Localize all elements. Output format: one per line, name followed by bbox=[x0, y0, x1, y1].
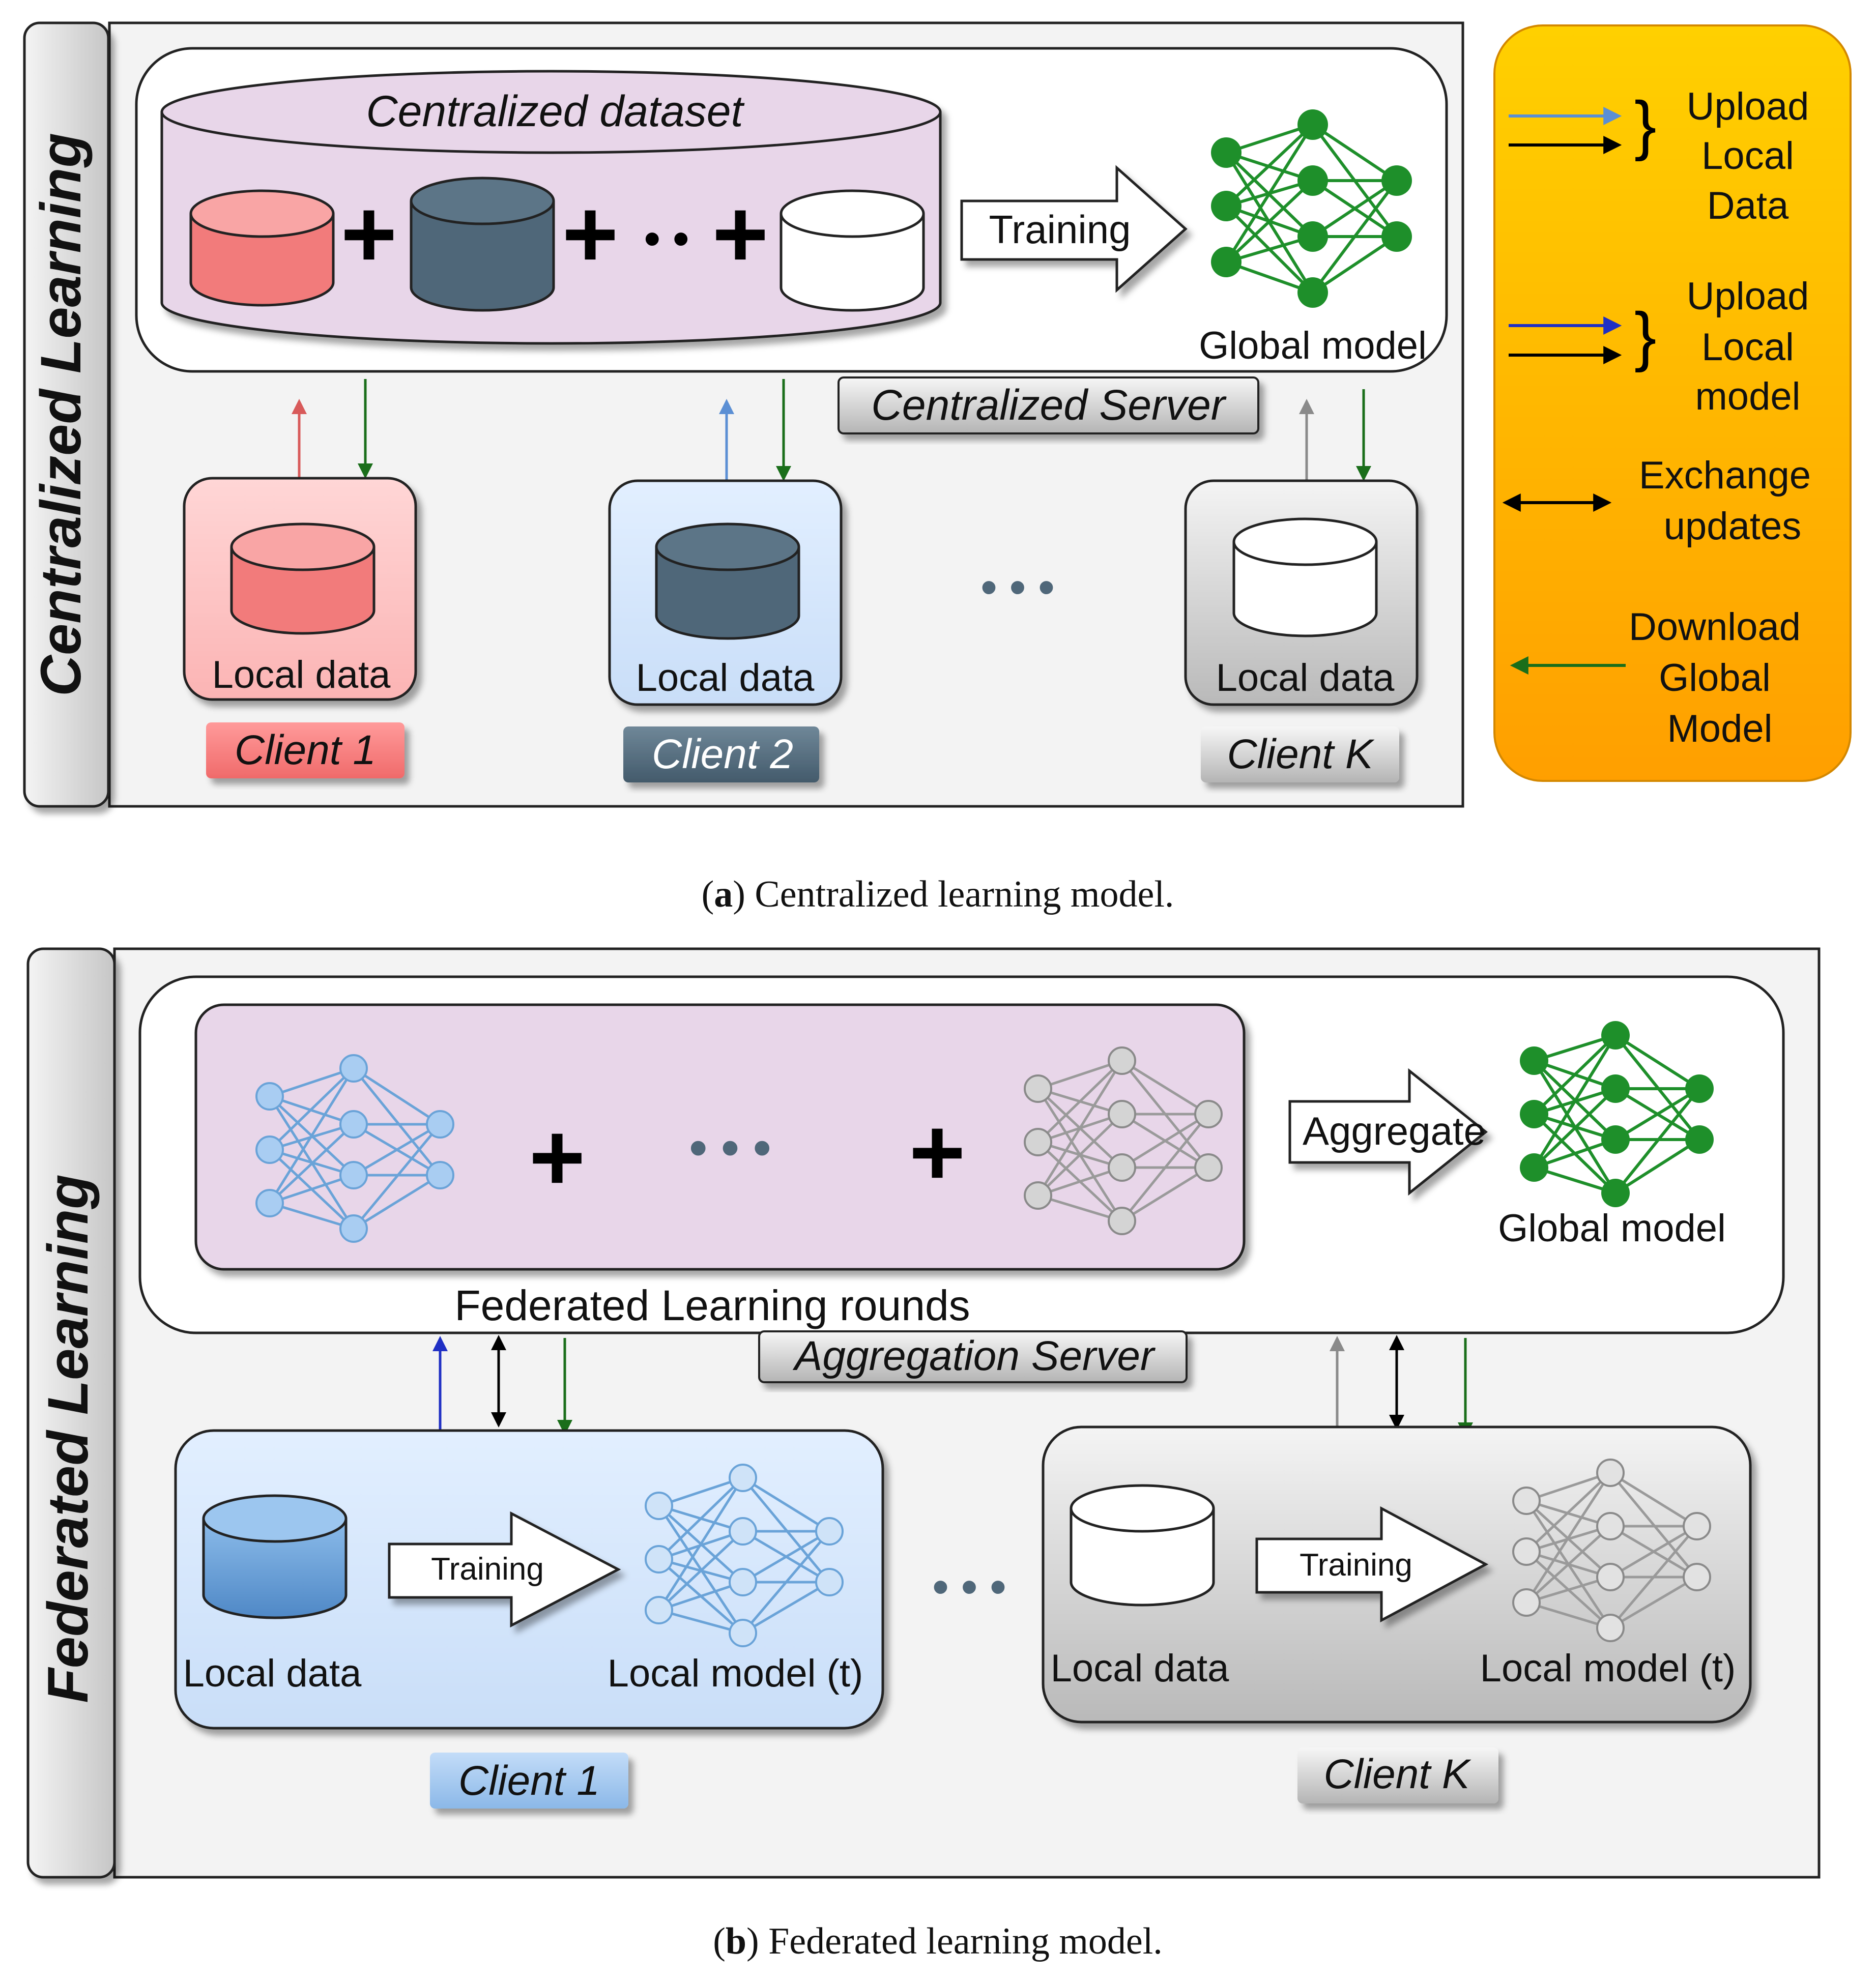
fl-clientK-training-label: Training bbox=[1300, 1548, 1412, 1583]
dataset-cylinder-client1 bbox=[189, 189, 335, 307]
legend-download-line1: Download bbox=[1629, 605, 1801, 649]
caption-a: (a) Centralized learning model. bbox=[702, 873, 1174, 915]
caption-b: (b) Federated learning model. bbox=[713, 1920, 1163, 1962]
aggregate-label: Aggregate bbox=[1303, 1109, 1486, 1153]
client2-name: Client 2 bbox=[652, 731, 793, 777]
aggregation-server-label-box bbox=[758, 1330, 1188, 1383]
legend-upload-model-line2: Local bbox=[1701, 326, 1794, 369]
fl-clientK-name-box bbox=[1297, 1747, 1498, 1803]
client2-data-cylinder bbox=[655, 522, 800, 640]
dataset-dots: • • bbox=[644, 214, 689, 265]
legend-upload-data-line1: Upload bbox=[1687, 85, 1809, 128]
fl-global-model-network-icon bbox=[1533, 1034, 1701, 1195]
panel-b-federated: Federated Learning + • • • + bbox=[26, 947, 1821, 1879]
fl-client1-name-box bbox=[430, 1753, 628, 1809]
fl-client1-data-cylinder bbox=[202, 1494, 348, 1619]
fl-clientK-model-nodes bbox=[1512, 1459, 1711, 1642]
dataset-plus-3: + bbox=[712, 180, 769, 288]
global-model-network-icon bbox=[1225, 123, 1398, 294]
legend-upload-model-line1: Upload bbox=[1687, 275, 1809, 318]
panel-b-side-tab bbox=[26, 947, 116, 1879]
panel-a-centralized: Centralized Learning Centralized dataset… bbox=[23, 21, 1464, 808]
panel-b-side-label: Federated Learning bbox=[36, 1174, 100, 1703]
caption-b-letter: b bbox=[726, 1920, 746, 1962]
clientK-data-label: Local data bbox=[1216, 656, 1395, 700]
federated-rounds-label: Federated Learning rounds bbox=[454, 1281, 970, 1329]
legend-box bbox=[1493, 24, 1852, 782]
dataset-plus-2: + bbox=[562, 180, 619, 288]
federated-rounds-box bbox=[194, 1003, 1246, 1271]
panel-a-side-label: Centralized Learning bbox=[29, 133, 93, 696]
aggregation-server-label: Aggregation Server bbox=[792, 1333, 1156, 1379]
caption-b-text: Federated learning model. bbox=[759, 1920, 1163, 1962]
fl-clientK-data-cylinder bbox=[1070, 1484, 1215, 1607]
client1-data-cylinder bbox=[230, 522, 376, 635]
panel-b-ellipsis: • • • bbox=[933, 1562, 1006, 1613]
centralized-server-label-box bbox=[838, 376, 1259, 434]
fl-clientK-name: Client K bbox=[1323, 1751, 1471, 1797]
rounds-plus-1: + bbox=[529, 1103, 586, 1211]
fl-clientK-data-label: Local data bbox=[1051, 1647, 1229, 1690]
dataset-cylinder-client2 bbox=[410, 177, 555, 312]
legend-download-line2: Global bbox=[1659, 656, 1771, 700]
fl-clientK-model-network-icon bbox=[1525, 1471, 1698, 1629]
legend-download-line3: Model bbox=[1667, 707, 1773, 750]
fl-client1-name: Client 1 bbox=[458, 1758, 600, 1804]
caption-a-letter: a bbox=[714, 873, 733, 915]
fl-clientK-model-label: Local model (t) bbox=[1480, 1647, 1736, 1690]
fl-client1-model-network-icon bbox=[657, 1476, 830, 1635]
dataset-cylinder-clientK bbox=[780, 189, 925, 312]
training-arrow bbox=[960, 165, 1188, 293]
training-label: Training bbox=[989, 207, 1131, 252]
client-model-nodes-gray bbox=[1024, 1046, 1223, 1235]
centralized-dataset-label: Centralized dataset bbox=[366, 87, 745, 136]
fl-client1-model-label: Local model (t) bbox=[608, 1652, 863, 1695]
client-model-network-blue-icon bbox=[268, 1067, 441, 1230]
fl-client1-data-label: Local data bbox=[183, 1652, 362, 1695]
client1-name-box bbox=[206, 722, 405, 778]
centralized-server-label: Centralized Server bbox=[871, 381, 1227, 429]
aggregate-arrow bbox=[1288, 1068, 1488, 1196]
client-model-nodes-blue bbox=[255, 1054, 454, 1243]
fl-client1-training-label: Training bbox=[431, 1552, 544, 1587]
legend-exchange-line1: Exchange bbox=[1639, 454, 1811, 497]
dataset-plus-1: + bbox=[341, 180, 397, 288]
clientK-name: Client K bbox=[1227, 731, 1374, 777]
clientK-name-box bbox=[1201, 726, 1399, 782]
legend-brace-1: } bbox=[1634, 88, 1656, 162]
fl-clientK-training-arrow bbox=[1255, 1506, 1489, 1623]
fl-client1-model-nodes bbox=[645, 1464, 844, 1647]
panel-a-ellipsis: • • • bbox=[981, 562, 1055, 613]
legend-upload-model-line3: model bbox=[1695, 375, 1801, 418]
rounds-ellipsis: • • • bbox=[689, 1119, 771, 1176]
fl-global-model-label: Global model bbox=[1498, 1207, 1726, 1250]
client2-name-box bbox=[623, 726, 819, 782]
global-model-nodes bbox=[1211, 109, 1412, 308]
legend-exchange-line2: updates bbox=[1664, 505, 1801, 548]
panel-a-side-tab bbox=[23, 21, 110, 808]
fl-global-model-nodes bbox=[1520, 1021, 1714, 1207]
global-model-label: Global model bbox=[1199, 324, 1427, 367]
clientK-data-cylinder bbox=[1232, 517, 1378, 637]
caption-a-text: Centralized learning model. bbox=[745, 873, 1174, 915]
legend-brace-2: } bbox=[1634, 299, 1656, 373]
rounds-plus-2: + bbox=[909, 1098, 966, 1206]
client-model-network-gray-icon bbox=[1036, 1059, 1209, 1222]
fl-client1-training-arrow bbox=[388, 1511, 621, 1628]
client1-name: Client 1 bbox=[235, 727, 376, 773]
legend-upload-data-line3: Data bbox=[1707, 184, 1789, 227]
legend: } Upload Local Data } Upload Local model… bbox=[1493, 24, 1852, 782]
client2-data-label: Local data bbox=[636, 656, 815, 700]
client1-data-label: Local data bbox=[212, 653, 391, 696]
legend-upload-data-line2: Local bbox=[1701, 134, 1794, 178]
